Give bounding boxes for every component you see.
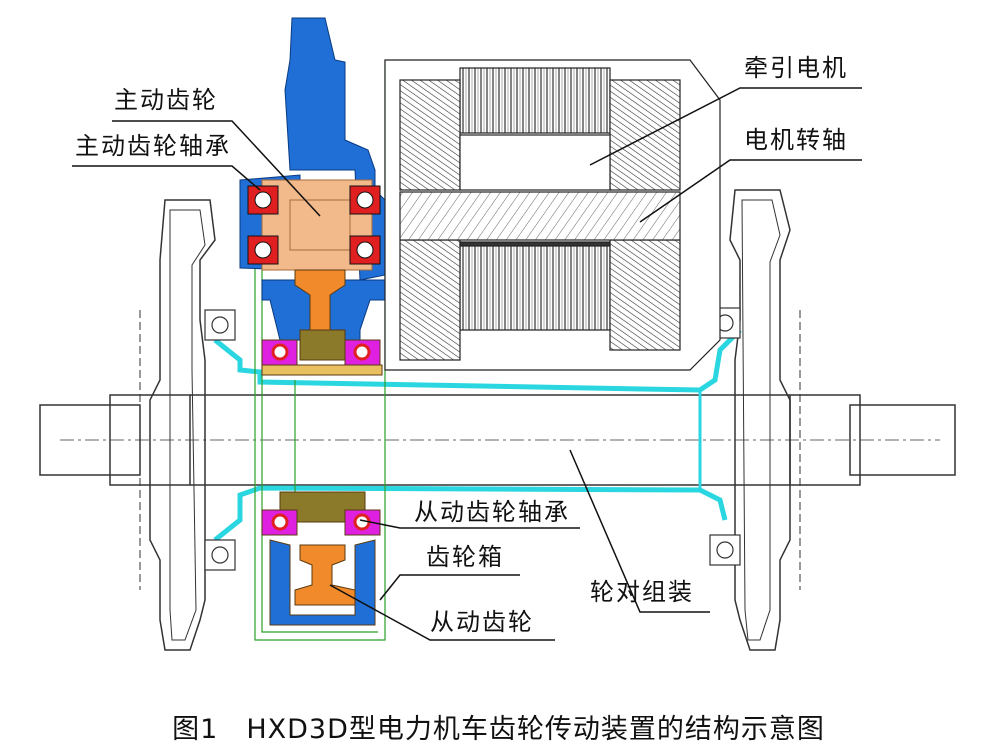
label-driven-gear: 从动齿轮 — [430, 608, 534, 636]
figure-caption: 图1 HXD3D型电力机车齿轮传动装置的结构示意图 — [0, 707, 997, 746]
caption-number: 图1 — [172, 714, 219, 745]
left-wheel — [139, 199, 216, 651]
end-bearings — [204, 307, 741, 571]
traction-motor-body — [384, 59, 721, 371]
label-driving-gear: 主动齿轮 — [114, 86, 218, 114]
lower-driven-gear — [261, 491, 381, 626]
leader-lines — [72, 87, 862, 641]
hollow-shaft — [213, 328, 742, 542]
label-wheelset: 轮对组装 — [590, 578, 694, 606]
gear-drive-cross-section — [39, 17, 956, 651]
label-driving-gear-bearing: 主动齿轮轴承 — [75, 132, 231, 160]
caption-text: HXD3D型电力机车齿轮传动装置的结构示意图 — [246, 714, 825, 745]
driving-gear-hub — [289, 199, 351, 251]
axle — [39, 394, 956, 486]
label-gearbox: 齿轮箱 — [426, 543, 504, 571]
label-driven-gear-bearing: 从动齿轮轴承 — [414, 498, 570, 526]
upper-driven-gear — [261, 269, 383, 376]
label-traction-motor: 牵引电机 — [744, 54, 848, 82]
label-motor-shaft: 电机转轴 — [744, 126, 848, 154]
driving-gear-bearings — [247, 185, 381, 265]
